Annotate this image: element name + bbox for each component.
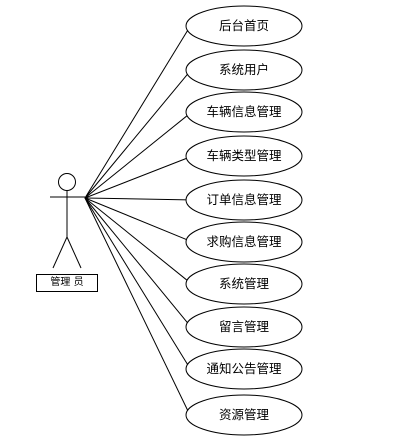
- use-case-ellipses: [185, 5, 303, 436]
- use-case-ellipse: [185, 5, 303, 47]
- association-line: [84, 197, 189, 365]
- use-case-label: 系统管理: [218, 276, 269, 291]
- use-case-ellipse: [185, 179, 303, 221]
- use-case-ellipse: [185, 221, 303, 263]
- actor-head: [58, 173, 76, 191]
- use-case-ellipse: [185, 394, 303, 436]
- association-line: [84, 30, 189, 199]
- use-case-label: 订单信息管理: [206, 192, 282, 207]
- use-case-ellipse: [185, 91, 303, 133]
- use-case-ellipse: [185, 49, 303, 91]
- association-line: [84, 157, 188, 199]
- association-line: [84, 73, 189, 199]
- association-line: [84, 197, 189, 411]
- actor-figure: [50, 173, 85, 269]
- actor-right-leg: [66, 236, 82, 269]
- association-lines: [84, 30, 189, 411]
- use-case-label: 通知公告管理: [206, 361, 282, 376]
- use-case-label: 系统用户: [218, 62, 269, 77]
- association-line: [84, 114, 189, 199]
- use-case-label: 求购信息管理: [206, 234, 282, 249]
- association-line: [84, 197, 188, 201]
- use-case-label: 车辆信息管理: [206, 104, 282, 119]
- actor-label: 管理 员: [36, 274, 98, 292]
- association-line: [84, 197, 189, 282]
- actor-left-leg: [52, 236, 68, 269]
- use-case-ellipse: [185, 306, 303, 348]
- use-case-label: 资源管理: [218, 407, 269, 422]
- association-line: [84, 197, 189, 324]
- use-case-ellipse: [185, 135, 303, 177]
- use-case-label: 后台首页: [218, 18, 269, 33]
- association-line: [84, 197, 188, 241]
- use-case-label: 留言管理: [218, 319, 269, 334]
- use-case-label: 车辆类型管理: [206, 148, 282, 163]
- use-case-ellipse: [185, 263, 303, 305]
- use-case-ellipse: [185, 348, 303, 390]
